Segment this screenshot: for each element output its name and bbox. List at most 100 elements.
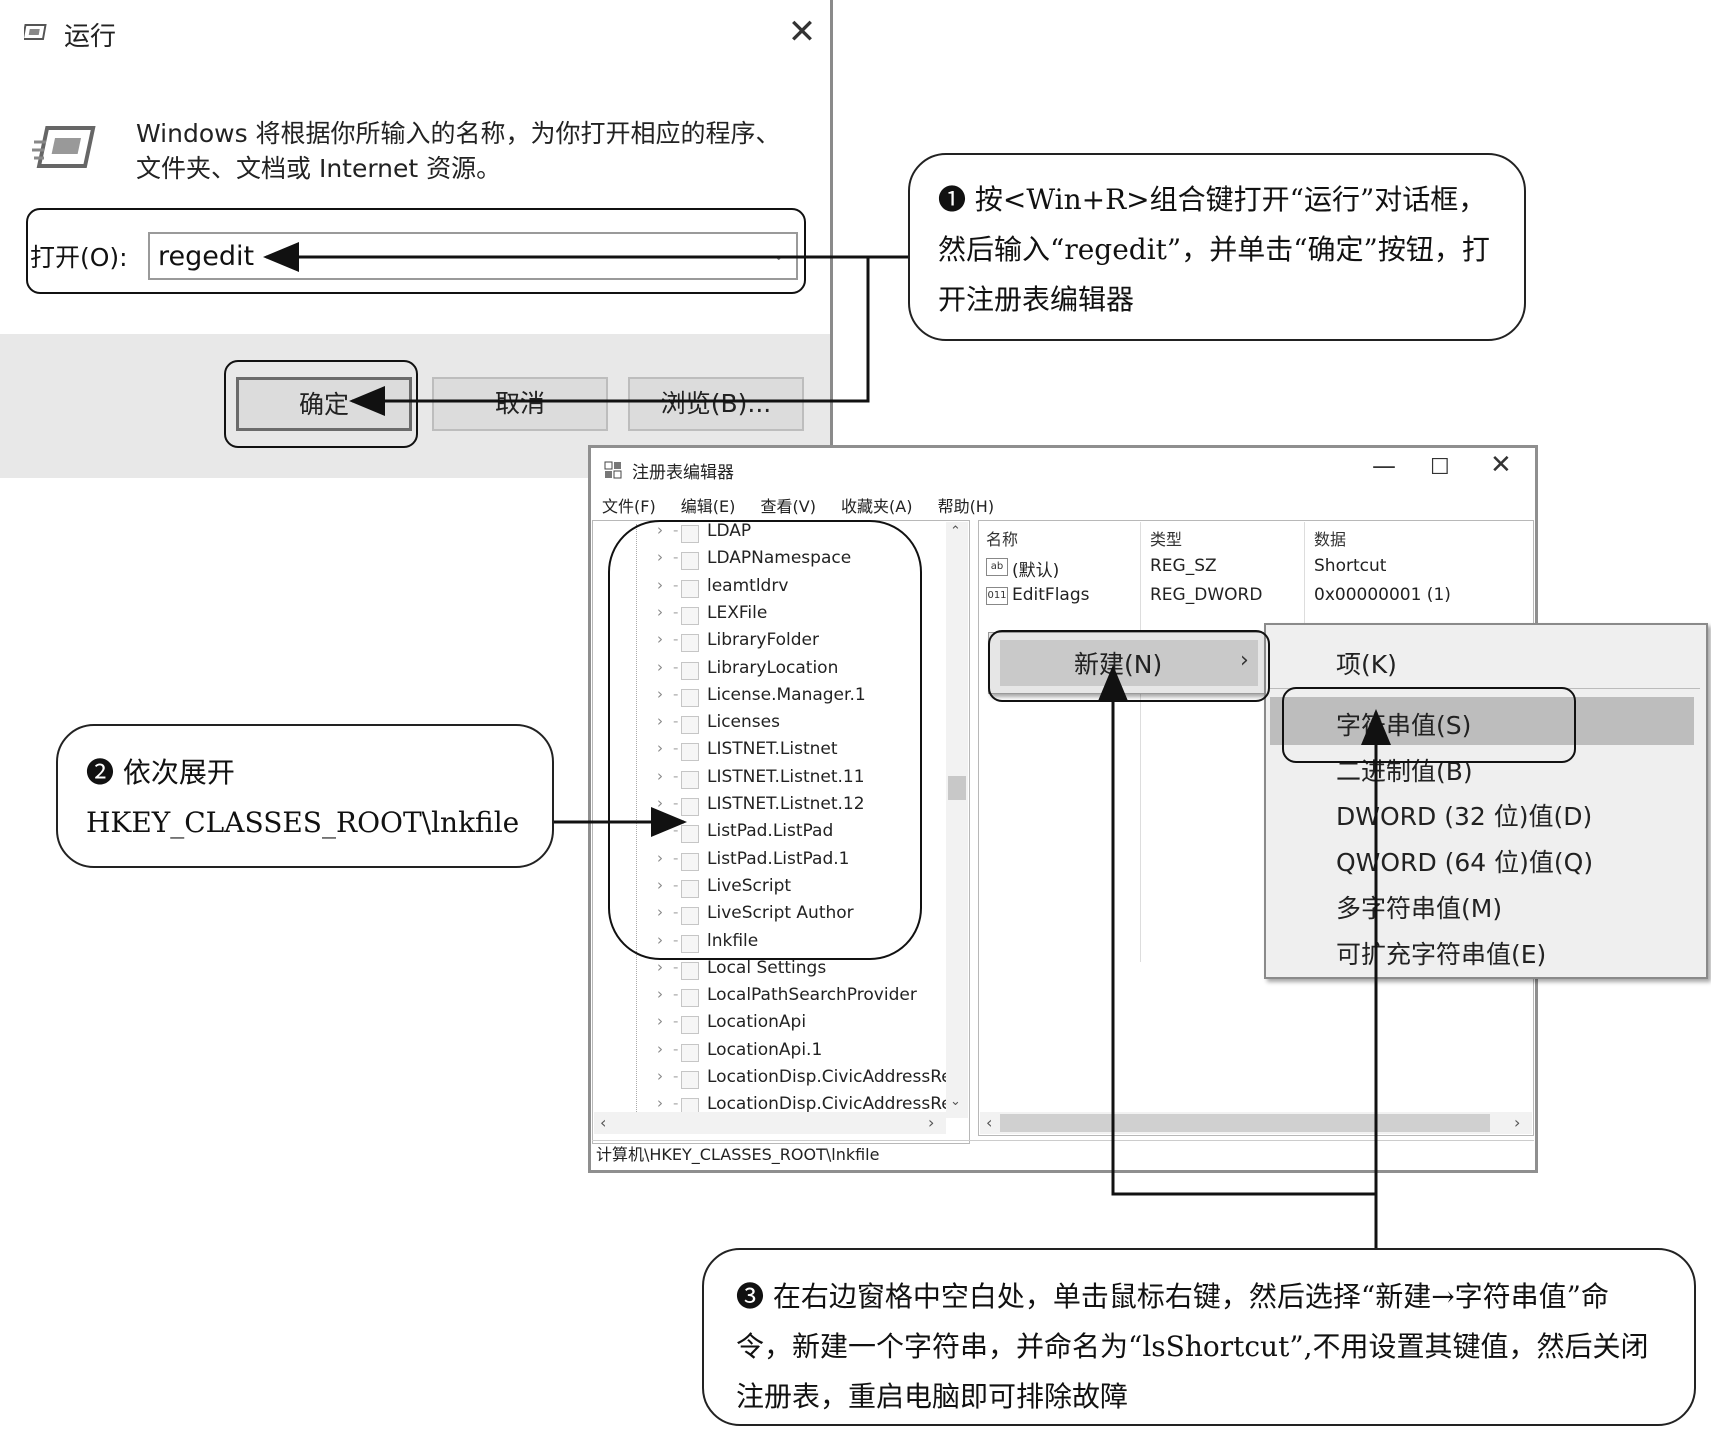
- scroll-up-icon[interactable]: ⌃: [950, 524, 961, 539]
- column-header-data[interactable]: 数据: [1314, 530, 1347, 549]
- folder-icon: [681, 579, 699, 598]
- folder-icon: [681, 743, 699, 762]
- chevron-right-icon[interactable]: ›: [657, 1094, 663, 1113]
- folder-icon: [681, 961, 699, 980]
- tree-horizontal-scrollbar[interactable]: [594, 1112, 946, 1134]
- tree-item[interactable]: ›-LDAP: [593, 521, 969, 547]
- tree-item[interactable]: ›-LocationApi.1: [593, 1040, 969, 1066]
- tree-item[interactable]: ›-lnkfile: [593, 931, 969, 957]
- tree-connector: -: [673, 794, 679, 812]
- chevron-right-icon[interactable]: ›: [657, 848, 663, 867]
- tree-item[interactable]: ›-LocationDisp.CivicAddressRep: [593, 1094, 969, 1120]
- menu-edit[interactable]: 编辑(E): [680, 497, 736, 516]
- tree-item[interactable]: ›-LEXFile: [593, 603, 969, 629]
- chevron-right-icon[interactable]: ›: [657, 930, 663, 949]
- submenu-item-string-value[interactable]: 字符串值(S): [1336, 711, 1472, 740]
- tree-item-label: License.Manager.1: [707, 684, 866, 705]
- tree-item[interactable]: ›-LiveScript Author: [593, 903, 969, 929]
- chevron-right-icon[interactable]: ›: [657, 548, 663, 567]
- tree-scroll-thumb[interactable]: [948, 776, 966, 800]
- chevron-down-icon[interactable]: ⌄: [772, 245, 786, 264]
- tree-item[interactable]: ›-LibraryFolder: [593, 630, 969, 656]
- maximize-icon[interactable]: ☐: [1430, 455, 1450, 480]
- browse-button[interactable]: 浏览(B)...: [628, 377, 804, 431]
- tree-item[interactable]: ›-License.Manager.1: [593, 685, 969, 711]
- chevron-right-icon[interactable]: ›: [657, 521, 663, 539]
- submenu-item-expandable-string-value[interactable]: 可扩充字符串值(E): [1336, 940, 1547, 969]
- tree-item-label: LEXFile: [707, 602, 768, 623]
- chevron-right-icon[interactable]: ›: [657, 766, 663, 785]
- cancel-button[interactable]: 取消: [432, 377, 608, 431]
- scroll-right-icon[interactable]: ›: [928, 1113, 935, 1132]
- tree-item[interactable]: ›-Licenses: [593, 712, 969, 738]
- menu-view[interactable]: 查看(V): [760, 497, 816, 516]
- tree-item[interactable]: ›-LocationApi: [593, 1012, 969, 1038]
- chevron-right-icon[interactable]: ›: [657, 1012, 663, 1031]
- close-icon[interactable]: ✕: [1490, 450, 1512, 480]
- context-menu-new-item[interactable]: [1000, 640, 1258, 686]
- column-header-type[interactable]: 类型: [1150, 530, 1183, 549]
- value-name[interactable]: (默认): [1012, 561, 1060, 581]
- folder-icon: [681, 1043, 699, 1062]
- highlight-new-item: [988, 630, 1270, 702]
- scroll-down-icon[interactable]: ⌄: [950, 1094, 961, 1109]
- menu-bar: 文件(F) 编辑(E) 查看(V) 收藏夹(A) 帮助(H): [602, 493, 1014, 517]
- tree-item[interactable]: ›-leamtldrv: [593, 576, 969, 602]
- tree-item[interactable]: ›-ListPad.ListPad.1: [593, 849, 969, 875]
- column-header-name[interactable]: 名称: [986, 530, 1019, 549]
- chevron-right-icon[interactable]: ›: [657, 903, 663, 922]
- value-name[interactable]: EditFlags: [1012, 585, 1090, 605]
- chevron-right-icon[interactable]: ›: [657, 712, 663, 731]
- arrow-step3-new: [1098, 665, 1378, 1248]
- chevron-right-icon[interactable]: ›: [657, 739, 663, 758]
- chevron-right-icon[interactable]: ›: [657, 1067, 663, 1085]
- chevron-right-icon[interactable]: ›: [657, 575, 663, 594]
- menu-favorites[interactable]: 收藏夹(A): [841, 497, 913, 516]
- folder-icon: [681, 1071, 699, 1089]
- tree-connector: -: [673, 930, 679, 949]
- tree-connector: -: [673, 957, 679, 976]
- tree-item[interactable]: ›-Local Settings: [593, 958, 969, 984]
- chevron-right-icon[interactable]: ›: [657, 875, 663, 894]
- tree-item[interactable]: ›-LibraryLocation: [593, 658, 969, 684]
- tree-item[interactable]: ›-LiveScript: [593, 876, 969, 902]
- submenu-item-multi-string-value[interactable]: 多字符串值(M): [1336, 894, 1503, 923]
- scroll-left-icon[interactable]: ‹: [600, 1113, 607, 1132]
- highlight-ok-button: [224, 360, 418, 448]
- chevron-right-icon[interactable]: ›: [657, 985, 663, 1004]
- folder-icon: [681, 716, 699, 735]
- tree-item[interactable]: ›-LocalPathSearchProvider: [593, 985, 969, 1011]
- tree-vertical-scrollbar[interactable]: [946, 522, 968, 1118]
- new-submenu: [1264, 623, 1708, 979]
- tree-item[interactable]: ›-LISTNET.Listnet.12: [593, 794, 969, 820]
- tree-item[interactable]: ›-LISTNET.Listnet.11: [593, 767, 969, 793]
- tree-item[interactable]: ›-LISTNET.Listnet: [593, 739, 969, 765]
- tree-connector: -: [673, 521, 679, 539]
- menu-file[interactable]: 文件(F): [602, 497, 656, 516]
- scroll-left-icon[interactable]: ‹: [986, 1113, 993, 1132]
- minimize-icon[interactable]: —: [1372, 452, 1396, 480]
- tree-connector: -: [673, 739, 679, 758]
- chevron-right-icon[interactable]: ›: [657, 1039, 663, 1058]
- chevron-right-icon[interactable]: ›: [657, 630, 663, 649]
- tree-item-label: LiveScript: [707, 875, 792, 896]
- values-scroll-thumb[interactable]: [1000, 1114, 1490, 1132]
- run-titlebar: [0, 0, 830, 66]
- close-icon[interactable]: ✕: [787, 12, 817, 52]
- submenu-item-qword-value[interactable]: QWORD (64 位)值(Q): [1336, 848, 1594, 877]
- chevron-right-icon[interactable]: ›: [657, 602, 663, 621]
- chevron-right-icon[interactable]: ›: [657, 684, 663, 703]
- tree-item[interactable]: ›-LocationDisp.CivicAddressRep: [593, 1067, 969, 1093]
- submenu-item-dword-value[interactable]: DWORD (32 位)值(D): [1336, 802, 1593, 831]
- key-tree-pane[interactable]: ›-LDAP›-LDAPNamespace›-leamtldrv›-LEXFil…: [592, 520, 970, 1144]
- chevron-right-icon[interactable]: ›: [657, 957, 663, 976]
- chevron-right-icon[interactable]: ›: [657, 657, 663, 676]
- tree-item[interactable]: ›-LDAPNamespace: [593, 548, 969, 574]
- chevron-right-icon[interactable]: ›: [657, 794, 663, 812]
- folder-icon: [681, 634, 699, 653]
- arrow-step1-ok: [349, 257, 870, 416]
- string-value-icon: ab: [986, 558, 1008, 576]
- scroll-right-icon[interactable]: ›: [1514, 1113, 1521, 1132]
- submenu-item-key[interactable]: 项(K): [1336, 650, 1397, 679]
- menu-help[interactable]: 帮助(H): [937, 497, 995, 516]
